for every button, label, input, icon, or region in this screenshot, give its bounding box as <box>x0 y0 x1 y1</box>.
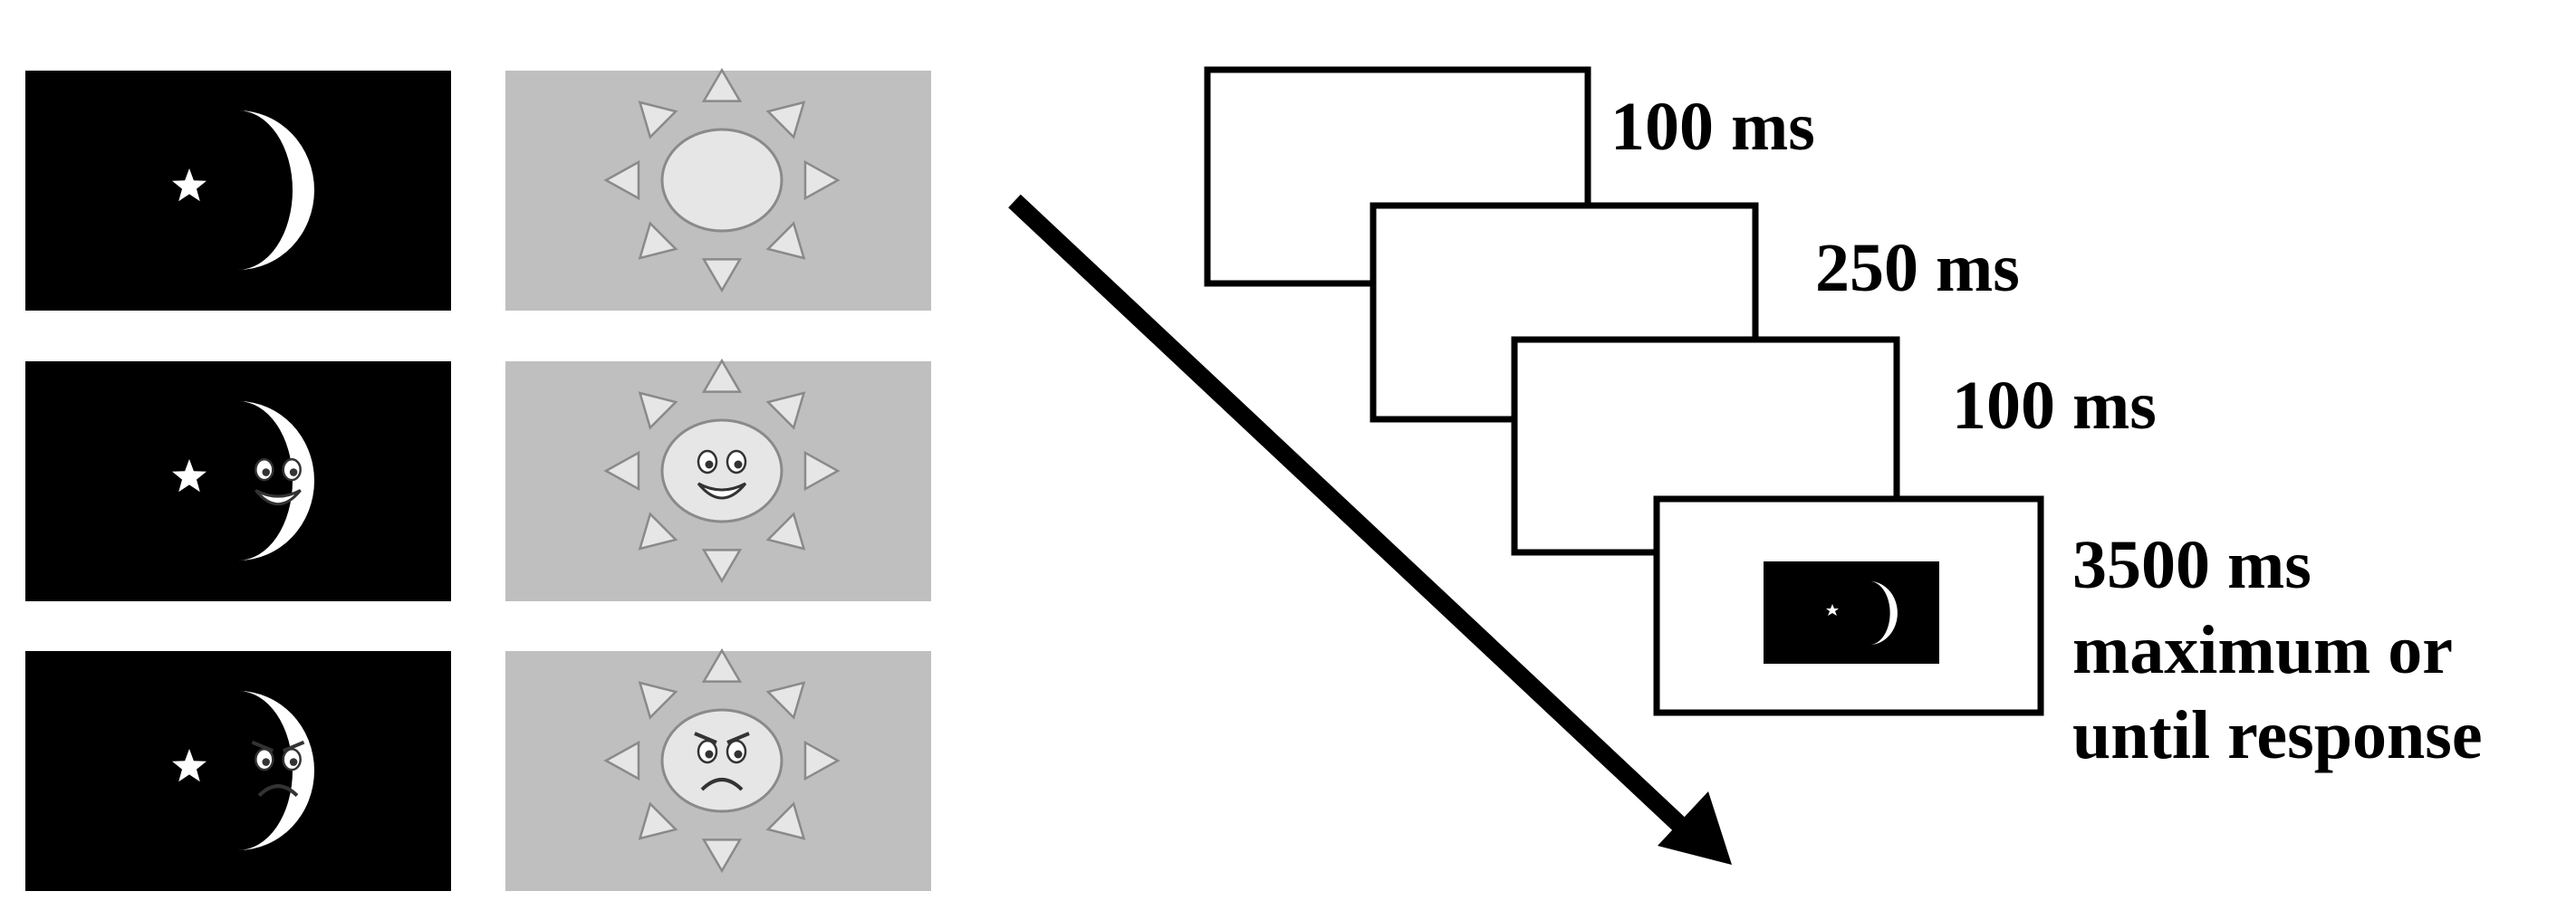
time-arrow-icon <box>1008 194 1732 865</box>
day-stimulus-neutral <box>505 67 931 311</box>
night-stimulus-neutral <box>25 71 451 311</box>
happy-moon-icon <box>172 401 314 561</box>
fixation-duration-label: 100 ms <box>1610 89 1815 165</box>
day-stimulus-angry <box>505 647 931 891</box>
angry-moon-icon <box>172 691 314 850</box>
sequence-frames <box>1204 66 2044 716</box>
moon-star-icon <box>1764 561 1939 664</box>
angry-sun-icon <box>603 647 841 874</box>
stimulus-duration-line-3: until response <box>2072 697 2483 773</box>
stimulus-duration-label: 3500 ms maximum or until response <box>2072 531 2483 770</box>
stimulus-duration-line-2: maximum or <box>2072 612 2454 688</box>
moon-star-icon <box>172 110 314 270</box>
night-stimulus-happy <box>25 361 451 601</box>
stimulus-panels <box>25 67 931 891</box>
blank-duration-label: 250 ms <box>1815 230 2020 306</box>
sun-icon <box>603 67 841 293</box>
day-stimulus-happy <box>505 358 931 601</box>
stimulus-duration-line-1: 3500 ms <box>2072 527 2312 603</box>
pre-stimulus-duration-label: 100 ms <box>1952 368 2157 444</box>
night-stimulus-angry <box>25 651 451 891</box>
happy-sun-icon <box>603 358 841 584</box>
